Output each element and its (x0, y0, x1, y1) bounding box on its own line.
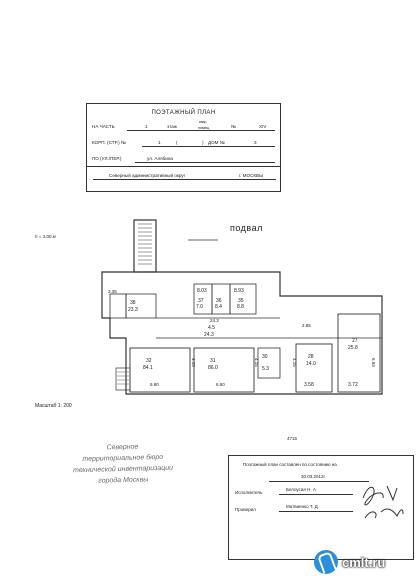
dimension-labels: 3.35 24.3 4.15 6.50 5.90 4.15 2.85 4.15 (108, 289, 311, 387)
on-part-value: 1 (145, 124, 148, 129)
dim-label: 2.85 (302, 323, 311, 328)
height-note: h = 3.00 м (35, 234, 56, 239)
room-num: 31 (210, 358, 216, 364)
header-stamp: ПОЭТАЖНЫЙ ПЛАН НА ЧАСТЬ 1 этаж квар поме… (86, 103, 281, 192)
plan-walls (101, 219, 383, 395)
room-area: 25.8 (348, 345, 358, 351)
room-num: 38 (130, 300, 136, 306)
street-label: ПО (УЛ./ПЕР.) (92, 156, 122, 161)
dim-label: 24.3 (210, 318, 219, 323)
room-area: 14.0 (306, 361, 316, 367)
room-area: 86.0 (208, 365, 218, 371)
line-building (142, 146, 275, 147)
dim-label: 5.90 (150, 382, 159, 387)
room-area: 84.1 (143, 365, 153, 371)
line-street (135, 162, 275, 163)
stamp-line: территориальное бюро (82, 453, 164, 464)
number-sign: № (231, 124, 236, 129)
room-area: 24.3 (204, 332, 214, 338)
line-executor (279, 494, 353, 495)
site-watermark: cmlt.ru (314, 548, 418, 578)
room-num: 4.5 (208, 325, 215, 331)
line-part (127, 130, 275, 131)
room-num: 36 (216, 298, 222, 304)
room-num: 8.93 (234, 288, 244, 294)
room-area: 5.3 (262, 366, 269, 372)
house-value: 3 (254, 140, 257, 145)
room-num: 35 (238, 298, 244, 304)
line-checker (279, 511, 353, 512)
city-value: г. МОСКВЫ (239, 173, 264, 178)
on-part-label: НА ЧАСТЬ (92, 124, 115, 129)
dim-label: 6.93 (371, 358, 376, 367)
cert-line1: Поэтажный план составлен по состоянию на (243, 462, 337, 467)
room-num: 32 (146, 358, 152, 364)
apt-label-top: квар (199, 120, 207, 124)
stamp-line: Северное (106, 443, 139, 452)
executor-name: Белоусая Н. А. (286, 487, 318, 492)
room-num: 28 (308, 354, 314, 360)
dim-label: 3.35 (108, 289, 117, 294)
room-labels: 8.03 37 7.0 36 8.4 35 8.8 8.93 38 23.3 4… (128, 288, 376, 388)
apt-label-bottom: помещ (198, 126, 210, 130)
checker-label: Проверил (235, 507, 256, 512)
executor-label: Исполнитель (235, 490, 263, 495)
office-stamp: Северное территориальное бюро техническо… (47, 440, 198, 496)
watermark-text: cmlt.ru (342, 555, 386, 570)
line-district (93, 179, 276, 180)
room-num: 30 (262, 354, 268, 360)
building-value: 1 (158, 140, 161, 145)
checker-name: Матвиенко Т. Д. (286, 504, 319, 509)
dim-label: 4.15 (292, 358, 297, 367)
room-area: 8.4 (215, 304, 222, 310)
building-bracket-close: ) (202, 140, 204, 145)
dim-label: 3.58 (304, 382, 314, 388)
room-area: 8.8 (237, 304, 244, 310)
apt-number: XIV (259, 124, 267, 129)
room-num: 27 (352, 338, 358, 344)
dim-label: 6.50 (216, 382, 225, 387)
room-area: 7.0 (196, 304, 203, 310)
house-label: ДОМ № (208, 140, 225, 145)
building-label: КОРП. (СТР.) № (92, 140, 126, 145)
room-area: 23.3 (128, 307, 138, 313)
logo-icon (314, 550, 338, 575)
stamp-line: города Москвы (98, 476, 149, 485)
level-title: подвал (230, 223, 263, 233)
street-value: ул. Алябина (147, 156, 173, 161)
floor-plan-drawing: 8.03 37 7.0 36 8.4 35 8.8 8.93 38 23.3 4… (101, 219, 383, 395)
cert-date: 30.03.2012г (301, 474, 326, 479)
line-date (269, 481, 369, 482)
certification-box: Поэтажный план составлен по состоянию на… (228, 455, 414, 560)
room-num: 37 (198, 298, 204, 304)
scale-text: Масштаб 1: 200 (35, 403, 72, 409)
dim-label: 3.72 (348, 382, 358, 388)
room-num: 8.03 (197, 288, 207, 294)
building-bracket: ( (176, 140, 178, 145)
plan-title: ПОЭТАЖНЫЙ ПЛАН (151, 110, 216, 116)
signature-marks (362, 485, 404, 519)
header-separator (87, 166, 280, 167)
dim-label: 4.15 (254, 358, 259, 367)
ref-number: 4715 (287, 436, 298, 441)
dim-label: 4.15 (191, 358, 196, 367)
stamp-line: технической инвентаризации (72, 464, 174, 475)
floor-label: этаж (167, 124, 177, 129)
district-value: Северный административный округ (109, 173, 186, 178)
